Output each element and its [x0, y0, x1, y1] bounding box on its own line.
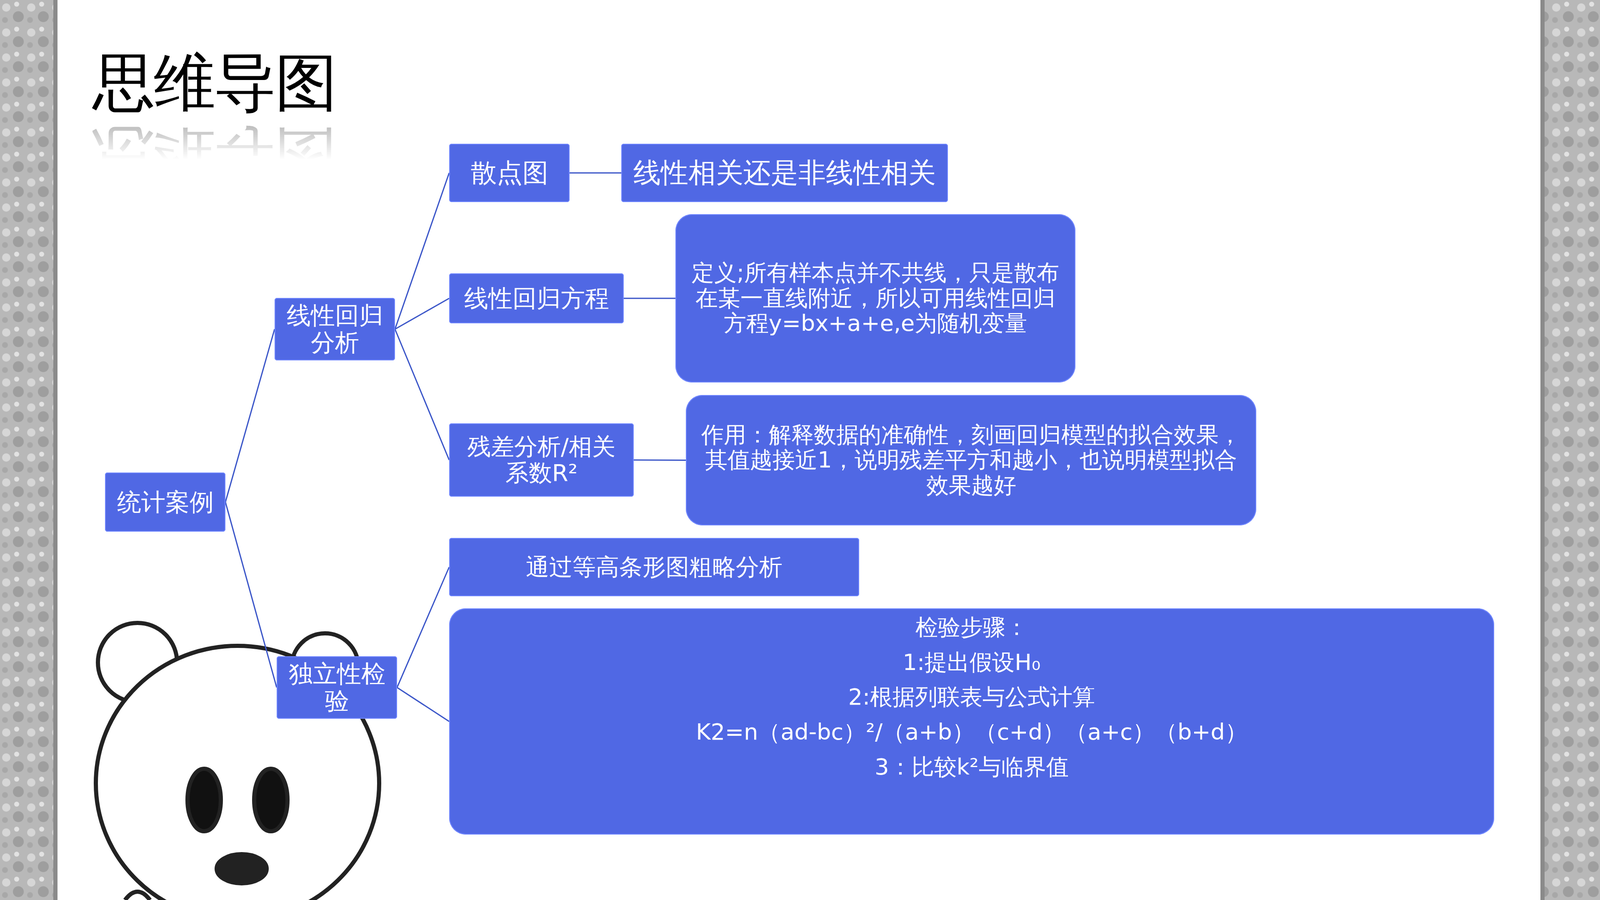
connector [633, 460, 686, 461]
left-border [0, 0, 57, 900]
mind-map-box: 独立性检验 [276, 656, 398, 719]
mind-map-box: 通过等高条形图粗略分析 [449, 537, 860, 597]
box-text: 残差分析/相关系数R² [458, 433, 625, 486]
connector [395, 298, 450, 330]
box-text: 统计案例 [117, 488, 214, 516]
box-text: 通过等高条形图粗略分析 [525, 554, 783, 581]
connector-line [633, 459, 686, 462]
mind-map-box: 线性回归分析 [274, 297, 395, 361]
right-border-edge [1540, 0, 1545, 900]
connector [569, 172, 622, 174]
box-text: 1:提出假设H₀ [902, 645, 1041, 680]
box-text: 独立性检验 [285, 660, 388, 715]
mind-map-box: 作用：解释数据的准确性，刻画回归模型的拟合效果，其值越接近1，说明残差平方和越小… [685, 395, 1257, 526]
box-text: 检验步骤： [915, 610, 1028, 645]
box-text: 3：比较k²与临界值 [874, 749, 1069, 785]
mind-map-box: 统计案例 [105, 472, 226, 532]
connector [225, 502, 277, 688]
connector-line [397, 687, 450, 722]
left-border-edge [53, 0, 58, 900]
mind-map-box: 残差分析/相关系数R² [449, 423, 634, 497]
connector-line [225, 329, 275, 503]
box-text: 散点图 [470, 158, 549, 188]
connector [623, 298, 676, 299]
connector-line [397, 567, 450, 688]
page-title: 思维导图 [92, 41, 336, 126]
connector [395, 172, 450, 330]
connector-line [395, 172, 450, 330]
right-border [1541, 0, 1600, 900]
mind-map-box: 定义;所有样本点并不共线，只是散布在某一直线附近，所以可用线性回归方程y=bx+… [675, 214, 1076, 383]
mind-map-box: 线性相关还是非线性相关 [621, 143, 948, 203]
mind-map-box: 线性回归方程 [449, 273, 624, 324]
connector [395, 329, 450, 460]
connector [225, 329, 275, 503]
box-text: 2:根据列联表与公式计算 [848, 679, 1096, 715]
mind-map-box: 检验步骤：1:提出假设H₀2:根据列联表与公式计算K2=n（ad-bc）²/（a… [449, 608, 1495, 835]
connector [397, 567, 450, 688]
connector-line [569, 172, 622, 174]
box-text: K2=n（ad-bc）²/（a+b）（c+d）（a+c）（b+d） [695, 714, 1248, 750]
connector-line [623, 297, 676, 300]
connector-line [395, 329, 450, 460]
connector-line [395, 298, 450, 330]
connector [397, 687, 450, 722]
box-text: 线性回归分析 [283, 302, 386, 357]
box-text: 线性相关还是非线性相关 [633, 157, 936, 189]
connector-line [225, 502, 277, 688]
box-text: 定义;所有样本点并不共线，只是散布在某一直线附近，所以可用线性回归方程y=bx+… [684, 260, 1067, 336]
box-text: 作用：解释数据的准确性，刻画回归模型的拟合效果，其值越接近1，说明残差平方和越小… [695, 422, 1248, 498]
box-text: 线性回归方程 [464, 285, 610, 313]
mind-map-box: 散点图 [449, 143, 570, 203]
